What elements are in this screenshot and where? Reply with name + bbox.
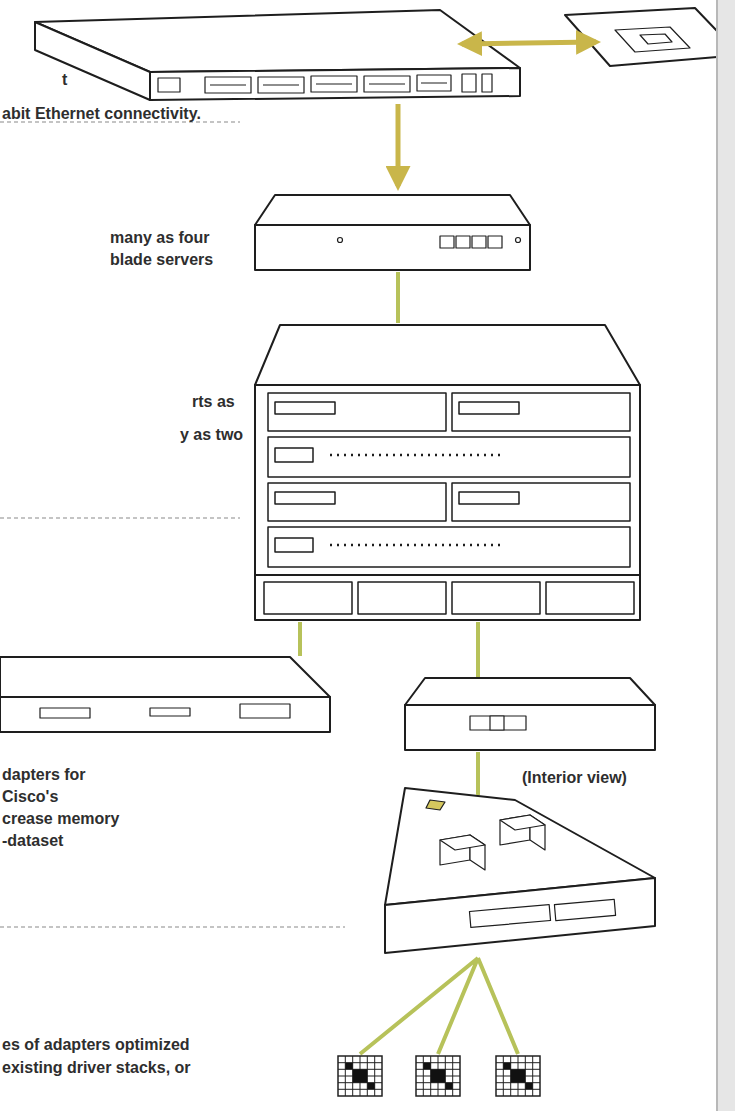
callout-text: (Interior view) — [522, 768, 627, 787]
blade-server-top — [0, 657, 330, 697]
switch-side — [35, 22, 150, 100]
callout-text: rts as — [192, 392, 235, 411]
callout-text: crease memory — [2, 809, 119, 828]
callout-text: y as two — [180, 425, 243, 444]
switch-front — [150, 68, 520, 100]
chassis-front — [255, 385, 640, 575]
blade-server-top — [405, 678, 655, 705]
callout-text: -dataset — [2, 831, 63, 850]
callout-text: many as four — [110, 228, 210, 247]
callout-text: blade servers — [110, 250, 213, 269]
callout-text: t — [62, 70, 67, 89]
blade-server-front — [405, 705, 655, 750]
adapter-card — [565, 8, 735, 66]
callout-text: dapters for — [2, 765, 86, 784]
server-front — [385, 878, 655, 953]
callout-text: existing driver stacks, or — [2, 1058, 191, 1077]
callout-text: abit Ethernet connectivity. — [2, 104, 201, 123]
fabric-extender-top — [255, 195, 530, 225]
callout-text: Cisco's — [2, 787, 58, 806]
chassis-top — [255, 325, 640, 385]
blade-server-front — [0, 697, 330, 732]
callout-text: es of adapters optimized — [2, 1035, 190, 1054]
fabric-extender-front — [255, 225, 530, 270]
